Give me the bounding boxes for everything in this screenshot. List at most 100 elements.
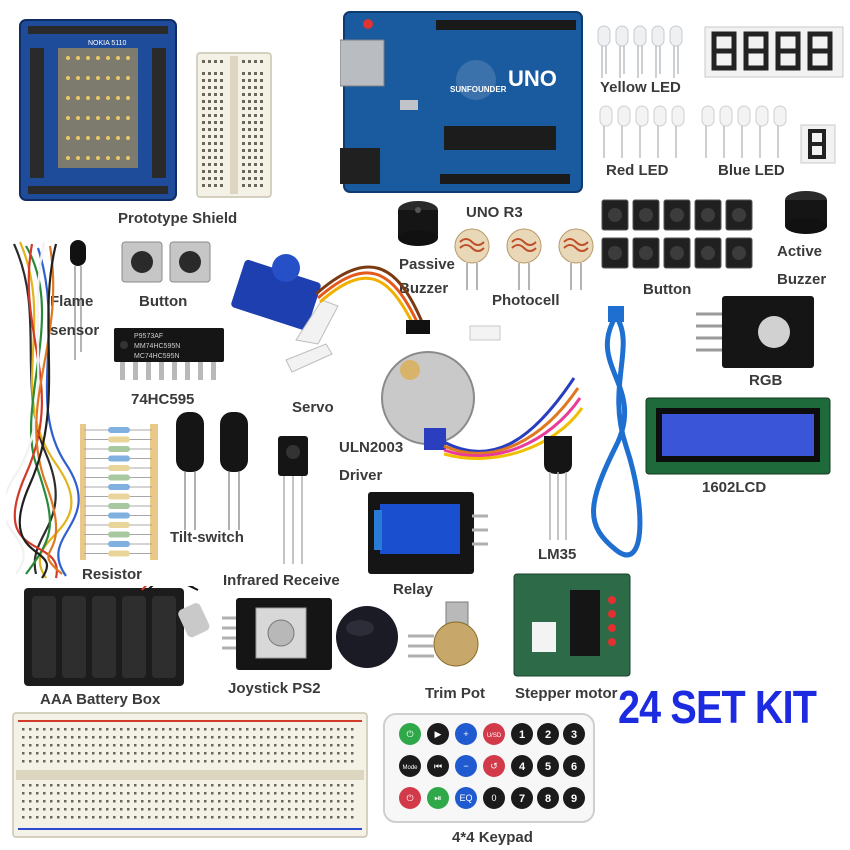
rgb-label: RGB — [749, 372, 783, 389]
active-buzzer-image — [785, 191, 827, 234]
remote-key-label: 0 — [491, 793, 496, 803]
lm35-sensor-image — [544, 436, 572, 540]
remote-digit-label: 9 — [571, 793, 577, 805]
remote-digit-key — [511, 787, 533, 809]
remote-digit-key — [511, 723, 533, 745]
remote-key-label: − — [463, 761, 468, 771]
remote-key — [427, 787, 449, 809]
remote-digit-key — [537, 755, 559, 777]
remote-digit-label: 3 — [571, 729, 577, 741]
yellow-led-label: Yellow LED — [600, 79, 681, 96]
kit-title: 24 SET KIT — [618, 681, 817, 733]
remote-digit-label: 2 — [545, 729, 551, 741]
remote-key — [399, 787, 421, 809]
remote-key-label: + — [463, 729, 468, 739]
yellow-led-image — [597, 25, 683, 78]
remote-key-label: EQ — [459, 793, 472, 803]
uln2003-label-line2: Driver — [339, 467, 383, 484]
stepper-motor-28byj-image — [381, 325, 584, 460]
button-left-label: Button — [139, 293, 188, 310]
jumper-wires-image — [6, 241, 80, 579]
svg-text:NOKIA 5110: NOKIA 5110 — [88, 40, 127, 47]
arduino-uno-board-image: UNO SUNFOUNDER — [340, 11, 583, 193]
remote-key — [483, 755, 505, 777]
remote-key-label: U/SD — [487, 733, 502, 739]
aaa-battery-box-label: AAA Battery Box — [40, 691, 161, 708]
remote-key-label: ▶ — [435, 729, 442, 739]
blue-led-label: Blue LED — [718, 162, 785, 179]
svg-text:MM74HC595N: MM74HC595N — [134, 343, 180, 350]
flame-sensor-label-line1: Flame — [50, 293, 94, 310]
photocell-image — [454, 228, 594, 290]
prototype-shield-label: Prototype Shield — [118, 210, 238, 227]
lcd-1602-image — [645, 397, 831, 475]
uln2003-label-line1: ULN2003 — [339, 439, 404, 456]
large-breadboard-image — [12, 712, 368, 838]
trim-pot-label: Trim Pot — [425, 685, 486, 702]
push-button-set-image — [601, 199, 753, 269]
relay-module-image — [368, 492, 488, 574]
tilt-switch-image — [176, 412, 248, 530]
remote-digit-key — [563, 787, 585, 809]
flame-sensor-image — [70, 240, 86, 360]
tilt-switch-label: Tilt-switch — [170, 529, 244, 546]
uno-r3-label: UNO R3 — [466, 204, 523, 221]
blue-led-image — [701, 105, 787, 158]
ic-74hc595-image: P9573AF MM74HC595N MC74HC595N — [114, 328, 224, 380]
red-led-label: Red LED — [606, 162, 669, 179]
active-buzzer-label-line2: Buzzer — [777, 271, 827, 288]
remote-key-label: Mode — [402, 765, 418, 771]
remote-digit-label: 1 — [519, 729, 525, 741]
remote-key — [399, 723, 421, 745]
remote-key-label: ⏻ — [406, 793, 413, 803]
joystick-cap-image — [336, 606, 398, 668]
remote-digit-key — [537, 723, 559, 745]
passive-buzzer-label-line2: Buzzer — [399, 280, 449, 297]
joystick-label: Joystick PS2 — [228, 680, 321, 697]
resistor-pack-image — [80, 424, 158, 560]
push-button-pair-image — [121, 241, 211, 283]
remote-key — [399, 755, 421, 777]
remote-digit-key — [511, 755, 533, 777]
trim-pot-image — [408, 601, 479, 667]
prototype-shield-image: NOKIA 5110 — [19, 19, 177, 201]
remote-key — [455, 723, 477, 745]
button-right-label: Button — [643, 281, 692, 298]
remote-key — [483, 723, 505, 745]
joystick-module-image — [222, 598, 332, 670]
servo-image — [231, 254, 430, 373]
usb-cable-image — [591, 306, 643, 558]
remote-digit-key — [563, 723, 585, 745]
remote-digit-key — [537, 787, 559, 809]
keypad-label: 4*4 Keypad — [452, 829, 533, 846]
remote-key-label: ⏮ — [434, 761, 442, 771]
remote-key — [455, 787, 477, 809]
remote-key-label: ⏻ — [406, 729, 413, 739]
relay-label: Relay — [393, 581, 434, 598]
remote-digit-label: 8 — [545, 793, 551, 805]
remote-key — [427, 723, 449, 745]
svg-text:UNO: UNO — [508, 66, 557, 91]
ic-74hc595-label: 74HC595 — [131, 391, 195, 408]
photocell-label: Photocell — [492, 292, 560, 309]
active-buzzer-label-line1: Active — [777, 243, 823, 260]
remote-key — [455, 755, 477, 777]
servo-label: Servo — [292, 399, 334, 416]
svg-text:P9573AF: P9573AF — [134, 333, 163, 340]
remote-key-label: ↺ — [490, 761, 498, 771]
infrared-receive-label: Infrared Receive — [223, 572, 340, 589]
passive-buzzer-image — [398, 201, 438, 246]
resistor-label: Resistor — [82, 566, 143, 583]
remote-key — [427, 755, 449, 777]
mini-breadboard-image — [196, 52, 272, 198]
stepper-driver-board-image — [513, 573, 631, 677]
svg-text:MC74HC595N: MC74HC595N — [134, 353, 180, 360]
stepper-motor-label: Stepper motor — [515, 685, 618, 702]
remote-digit-label: 6 — [571, 761, 577, 773]
passive-buzzer-label-line1: Passive — [399, 256, 455, 273]
aaa-battery-box-image — [24, 586, 210, 686]
remote-key — [483, 787, 505, 809]
remote-key-label: ⏯ — [434, 793, 441, 803]
svg-text:SUNFOUNDER: SUNFOUNDER — [450, 85, 507, 94]
